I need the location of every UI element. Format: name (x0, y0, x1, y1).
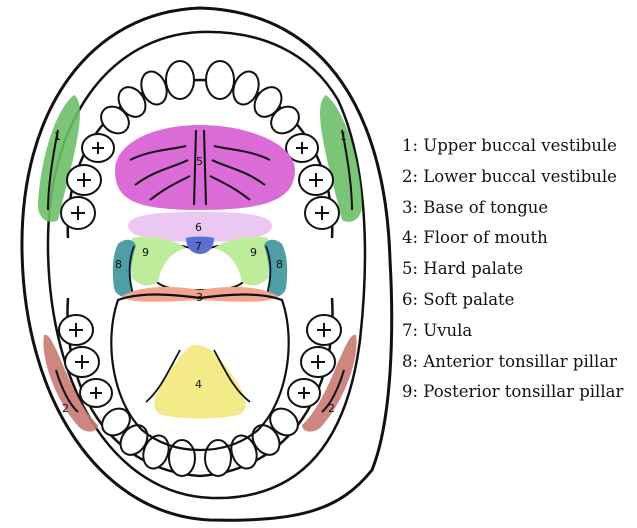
tooth-upper (166, 61, 194, 99)
region-number-4: 4 (195, 378, 202, 391)
region-number-8-left: 8 (115, 258, 122, 271)
region-number-1-right: 1 (340, 130, 347, 143)
tooth-upper (206, 61, 234, 99)
legend-item-3: 3: Base of tongue (402, 193, 623, 224)
legend-item-9: 9: Posterior tonsillar pillar (402, 377, 623, 408)
legend-item-4: 4: Floor of mouth (402, 223, 623, 254)
region-number-2-right: 2 (328, 402, 335, 415)
legend-item-7: 7: Uvula (402, 316, 623, 347)
legend-item-5: 5: Hard palate (402, 254, 623, 285)
region-number-2-left: 2 (62, 402, 69, 415)
region-number-7: 7 (195, 240, 202, 253)
legend-item-1: 1: Upper buccal vestibule (402, 131, 623, 162)
legend-item-8: 8: Anterior tonsillar pillar (402, 347, 623, 378)
region-number-9-right: 9 (250, 246, 257, 259)
legend-item-6: 6: Soft palate (402, 285, 623, 316)
region-number-8-right: 8 (276, 258, 283, 271)
legend-item-2: 2: Lower buccal vestibule (402, 162, 623, 193)
region-number-9-left: 9 (142, 246, 149, 259)
region-number-1-left: 1 (54, 130, 61, 143)
region-number-6: 6 (195, 221, 202, 234)
region-number-5: 5 (196, 155, 203, 168)
legend: 1: Upper buccal vestibule 2: Lower bucca… (402, 131, 623, 408)
